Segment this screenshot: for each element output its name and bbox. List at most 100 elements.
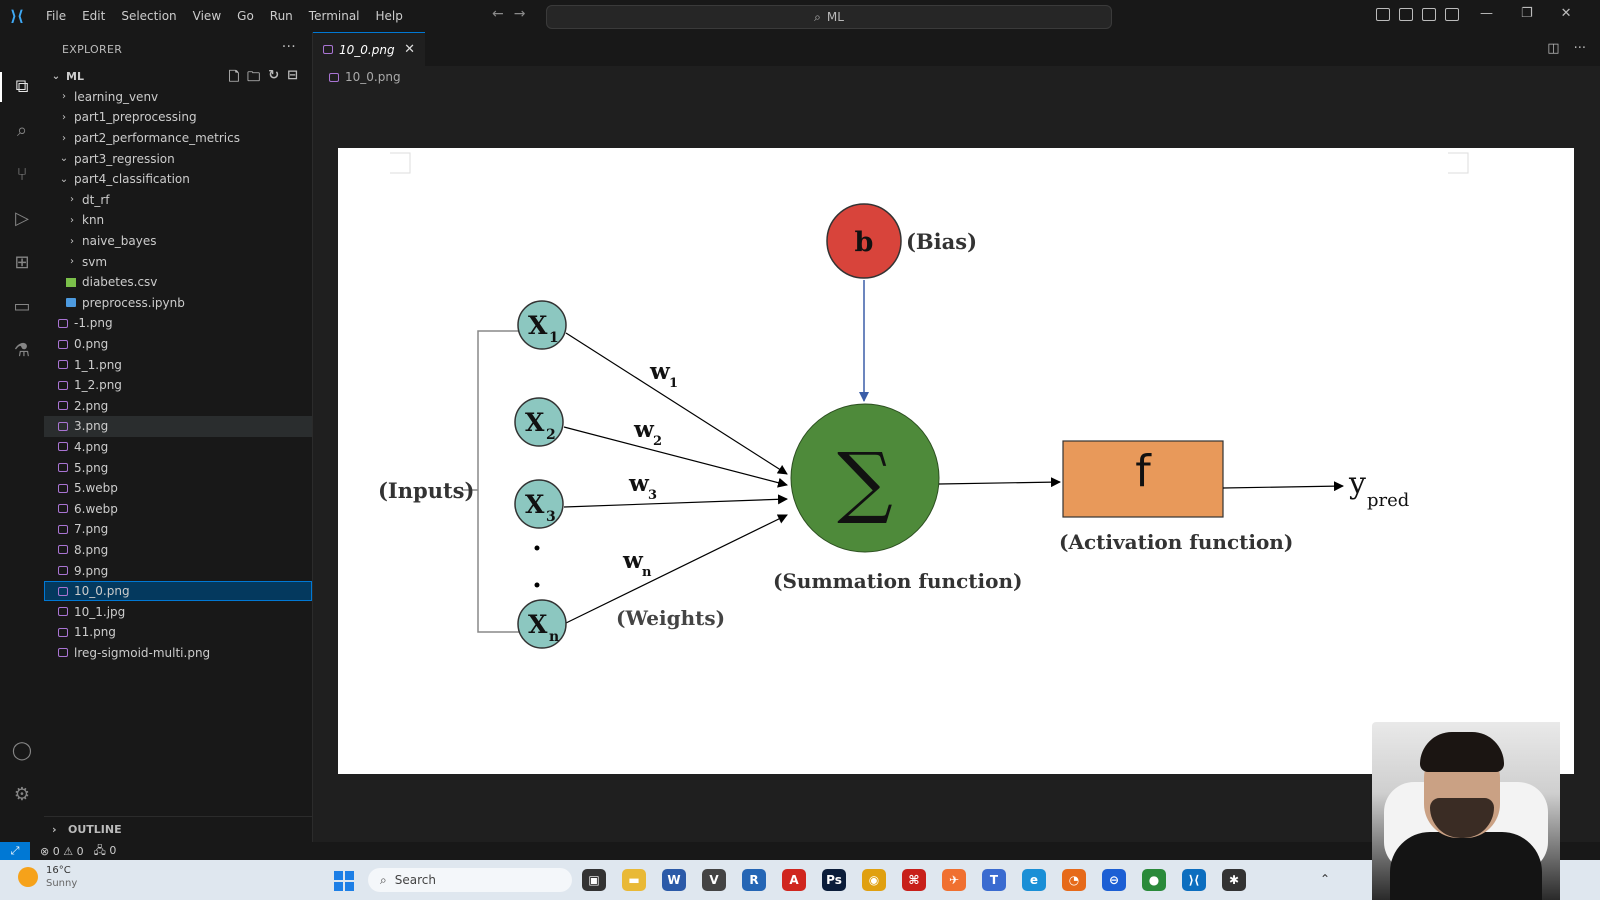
tree-item-label: 3.png bbox=[74, 419, 109, 434]
svg-text:n: n bbox=[642, 565, 652, 580]
tree-file[interactable]: 0.png bbox=[44, 334, 312, 355]
tree-folder[interactable]: ›dt_rf bbox=[44, 190, 312, 211]
tree-folder[interactable]: ›knn bbox=[44, 210, 312, 231]
ports-status[interactable]: 🖧 0 bbox=[94, 842, 117, 861]
menu-terminal[interactable]: Terminal bbox=[308, 9, 360, 23]
toggle-panel-icon[interactable] bbox=[1399, 8, 1413, 21]
breadcrumb-file[interactable]: 10_0.png bbox=[345, 70, 401, 84]
close-tab-icon[interactable]: ✕ bbox=[404, 42, 415, 57]
run-debug-icon[interactable]: ▷ bbox=[15, 207, 29, 229]
postman-icon[interactable]: ✈ bbox=[942, 869, 966, 891]
svg-text:2: 2 bbox=[653, 434, 662, 449]
chevron-right-icon: › bbox=[62, 111, 66, 123]
toggle-secondary-sidebar-icon[interactable] bbox=[1422, 8, 1436, 21]
vim-icon[interactable]: V bbox=[702, 869, 726, 891]
show-hidden-icons-icon[interactable]: ⌃ bbox=[1320, 872, 1331, 886]
chrome-icon[interactable]: ◉ bbox=[862, 869, 886, 891]
tree-folder[interactable]: ›part2_performance_metrics bbox=[44, 128, 312, 149]
menu-file[interactable]: File bbox=[46, 9, 67, 23]
tree-file[interactable]: 4.png bbox=[44, 437, 312, 458]
source-control-icon[interactable]: ⑂ bbox=[16, 163, 28, 185]
tree-file[interactable]: 1_2.png bbox=[44, 375, 312, 396]
image-file-icon bbox=[58, 648, 68, 658]
more-actions-icon[interactable]: ··· bbox=[281, 39, 296, 55]
tree-file[interactable]: -1.png bbox=[44, 313, 312, 334]
collapse-all-icon[interactable]: ⊟ bbox=[287, 68, 298, 83]
tab-10-0-png[interactable]: 10_0.png ✕ bbox=[313, 32, 425, 66]
tree-folder[interactable]: ›svm bbox=[44, 251, 312, 272]
customize-layout-icon[interactable] bbox=[1445, 8, 1459, 21]
r-icon[interactable]: R bbox=[742, 869, 766, 891]
image-file-icon bbox=[58, 566, 68, 576]
editor-more-icon[interactable]: ··· bbox=[1573, 41, 1586, 56]
toggle-primary-sidebar-icon[interactable] bbox=[1376, 8, 1390, 21]
acrobat-icon[interactable]: A bbox=[782, 869, 806, 891]
tree-file[interactable]: 3.png bbox=[44, 416, 312, 437]
minimize-icon[interactable]: — bbox=[1480, 6, 1493, 21]
photoshop-icon[interactable]: Ps bbox=[822, 869, 846, 891]
tree-file[interactable]: 9.png bbox=[44, 560, 312, 581]
app-icon[interactable]: ⊖ bbox=[1102, 869, 1126, 891]
remote-explorer-icon[interactable]: ▭ bbox=[13, 295, 31, 317]
close-window-icon[interactable]: ✕ bbox=[1560, 6, 1572, 21]
tree-file[interactable]: 10_0.png bbox=[44, 580, 312, 602]
accounts-icon[interactable]: ◯ bbox=[11, 739, 33, 761]
command-center[interactable]: ⌕ ML bbox=[546, 5, 1112, 29]
menu-edit[interactable]: Edit bbox=[82, 9, 106, 23]
tree-file[interactable]: 5.png bbox=[44, 457, 312, 478]
tree-folder[interactable]: ⌄part4_classification bbox=[44, 169, 312, 190]
tree-file[interactable]: preprocess.ipynb bbox=[44, 293, 312, 314]
file-explorer-icon[interactable]: ▬ bbox=[622, 869, 646, 891]
image-file-icon bbox=[58, 524, 68, 534]
tree-item-label: diabetes.csv bbox=[82, 275, 158, 290]
new-folder-icon[interactable]: 🗀 bbox=[247, 70, 261, 85]
menu-selection[interactable]: Selection bbox=[121, 9, 177, 23]
menu-run[interactable]: Run bbox=[269, 9, 293, 23]
tree-file[interactable]: 11.png bbox=[44, 622, 312, 643]
split-editor-icon[interactable]: ◫ bbox=[1547, 41, 1560, 56]
remote-indicator-icon[interactable]: ⤢ bbox=[0, 842, 30, 860]
word-icon[interactable]: W bbox=[662, 869, 686, 891]
outline-section[interactable]: › OUTLINE bbox=[44, 816, 312, 842]
tree-folder[interactable]: ›naive_bayes bbox=[44, 231, 312, 252]
pdf-icon[interactable]: ⌘ bbox=[902, 869, 926, 891]
refresh-icon[interactable]: ↻ bbox=[268, 68, 280, 83]
app-icon-2[interactable]: ● bbox=[1142, 869, 1166, 891]
testing-flask-icon[interactable]: ⚗ bbox=[13, 339, 31, 361]
forward-arrow-icon[interactable]: → bbox=[513, 6, 526, 22]
task-view-icon[interactable]: ▣ bbox=[582, 869, 606, 891]
problems-status[interactable]: ⊗ 0 ⚠ 0 bbox=[40, 845, 84, 858]
tree-folder[interactable]: ⌄part3_regression bbox=[44, 148, 312, 169]
tree-file[interactable]: 7.png bbox=[44, 519, 312, 540]
tree-file[interactable]: 6.webp bbox=[44, 498, 312, 519]
menu-view[interactable]: View bbox=[192, 9, 222, 23]
teams-icon[interactable]: T bbox=[982, 869, 1006, 891]
search-view-icon[interactable]: ⌕ bbox=[16, 119, 28, 141]
taskbar-search[interactable]: ⌕ Search bbox=[368, 868, 572, 892]
menu-go[interactable]: Go bbox=[237, 9, 254, 23]
weather-widget[interactable]: 16°C Sunny bbox=[18, 864, 77, 890]
firefox-icon[interactable]: ◔ bbox=[1062, 869, 1086, 891]
tree-file[interactable]: diabetes.csv bbox=[44, 272, 312, 293]
edge-icon[interactable]: e bbox=[1022, 869, 1046, 891]
restore-icon[interactable]: ❐ bbox=[1521, 6, 1533, 21]
tree-file[interactable]: 1_1.png bbox=[44, 354, 312, 375]
chevron-right-icon: › bbox=[62, 91, 66, 103]
menu-help[interactable]: Help bbox=[375, 9, 403, 23]
back-arrow-icon[interactable]: ← bbox=[492, 6, 504, 22]
start-button[interactable] bbox=[334, 871, 354, 891]
extensions-icon[interactable]: ⊞ bbox=[14, 251, 30, 273]
new-file-icon[interactable]: 🗋 bbox=[228, 70, 240, 85]
tree-file[interactable]: 5.webp bbox=[44, 478, 312, 499]
settings-gear-icon[interactable]: ⚙ bbox=[13, 783, 31, 805]
workspace-root[interactable]: ⌄ ML 🗋 🗀 ↻ ⊟ bbox=[44, 66, 312, 87]
explorer-icon[interactable]: ⧉ bbox=[15, 75, 29, 97]
app-icon-3[interactable]: ✱ bbox=[1222, 869, 1246, 891]
tree-file[interactable]: 8.png bbox=[44, 540, 312, 561]
tree-file[interactable]: 2.png bbox=[44, 396, 312, 417]
tree-file[interactable]: 10_1.jpg bbox=[44, 601, 312, 622]
vscode-taskbar-icon[interactable]: ⟩⟨ bbox=[1182, 869, 1206, 891]
tree-folder[interactable]: ›part1_preprocessing bbox=[44, 107, 312, 128]
tree-folder[interactable]: ›learning_venv bbox=[44, 87, 312, 108]
tree-file[interactable]: lreg-sigmoid-multi.png bbox=[44, 643, 312, 664]
